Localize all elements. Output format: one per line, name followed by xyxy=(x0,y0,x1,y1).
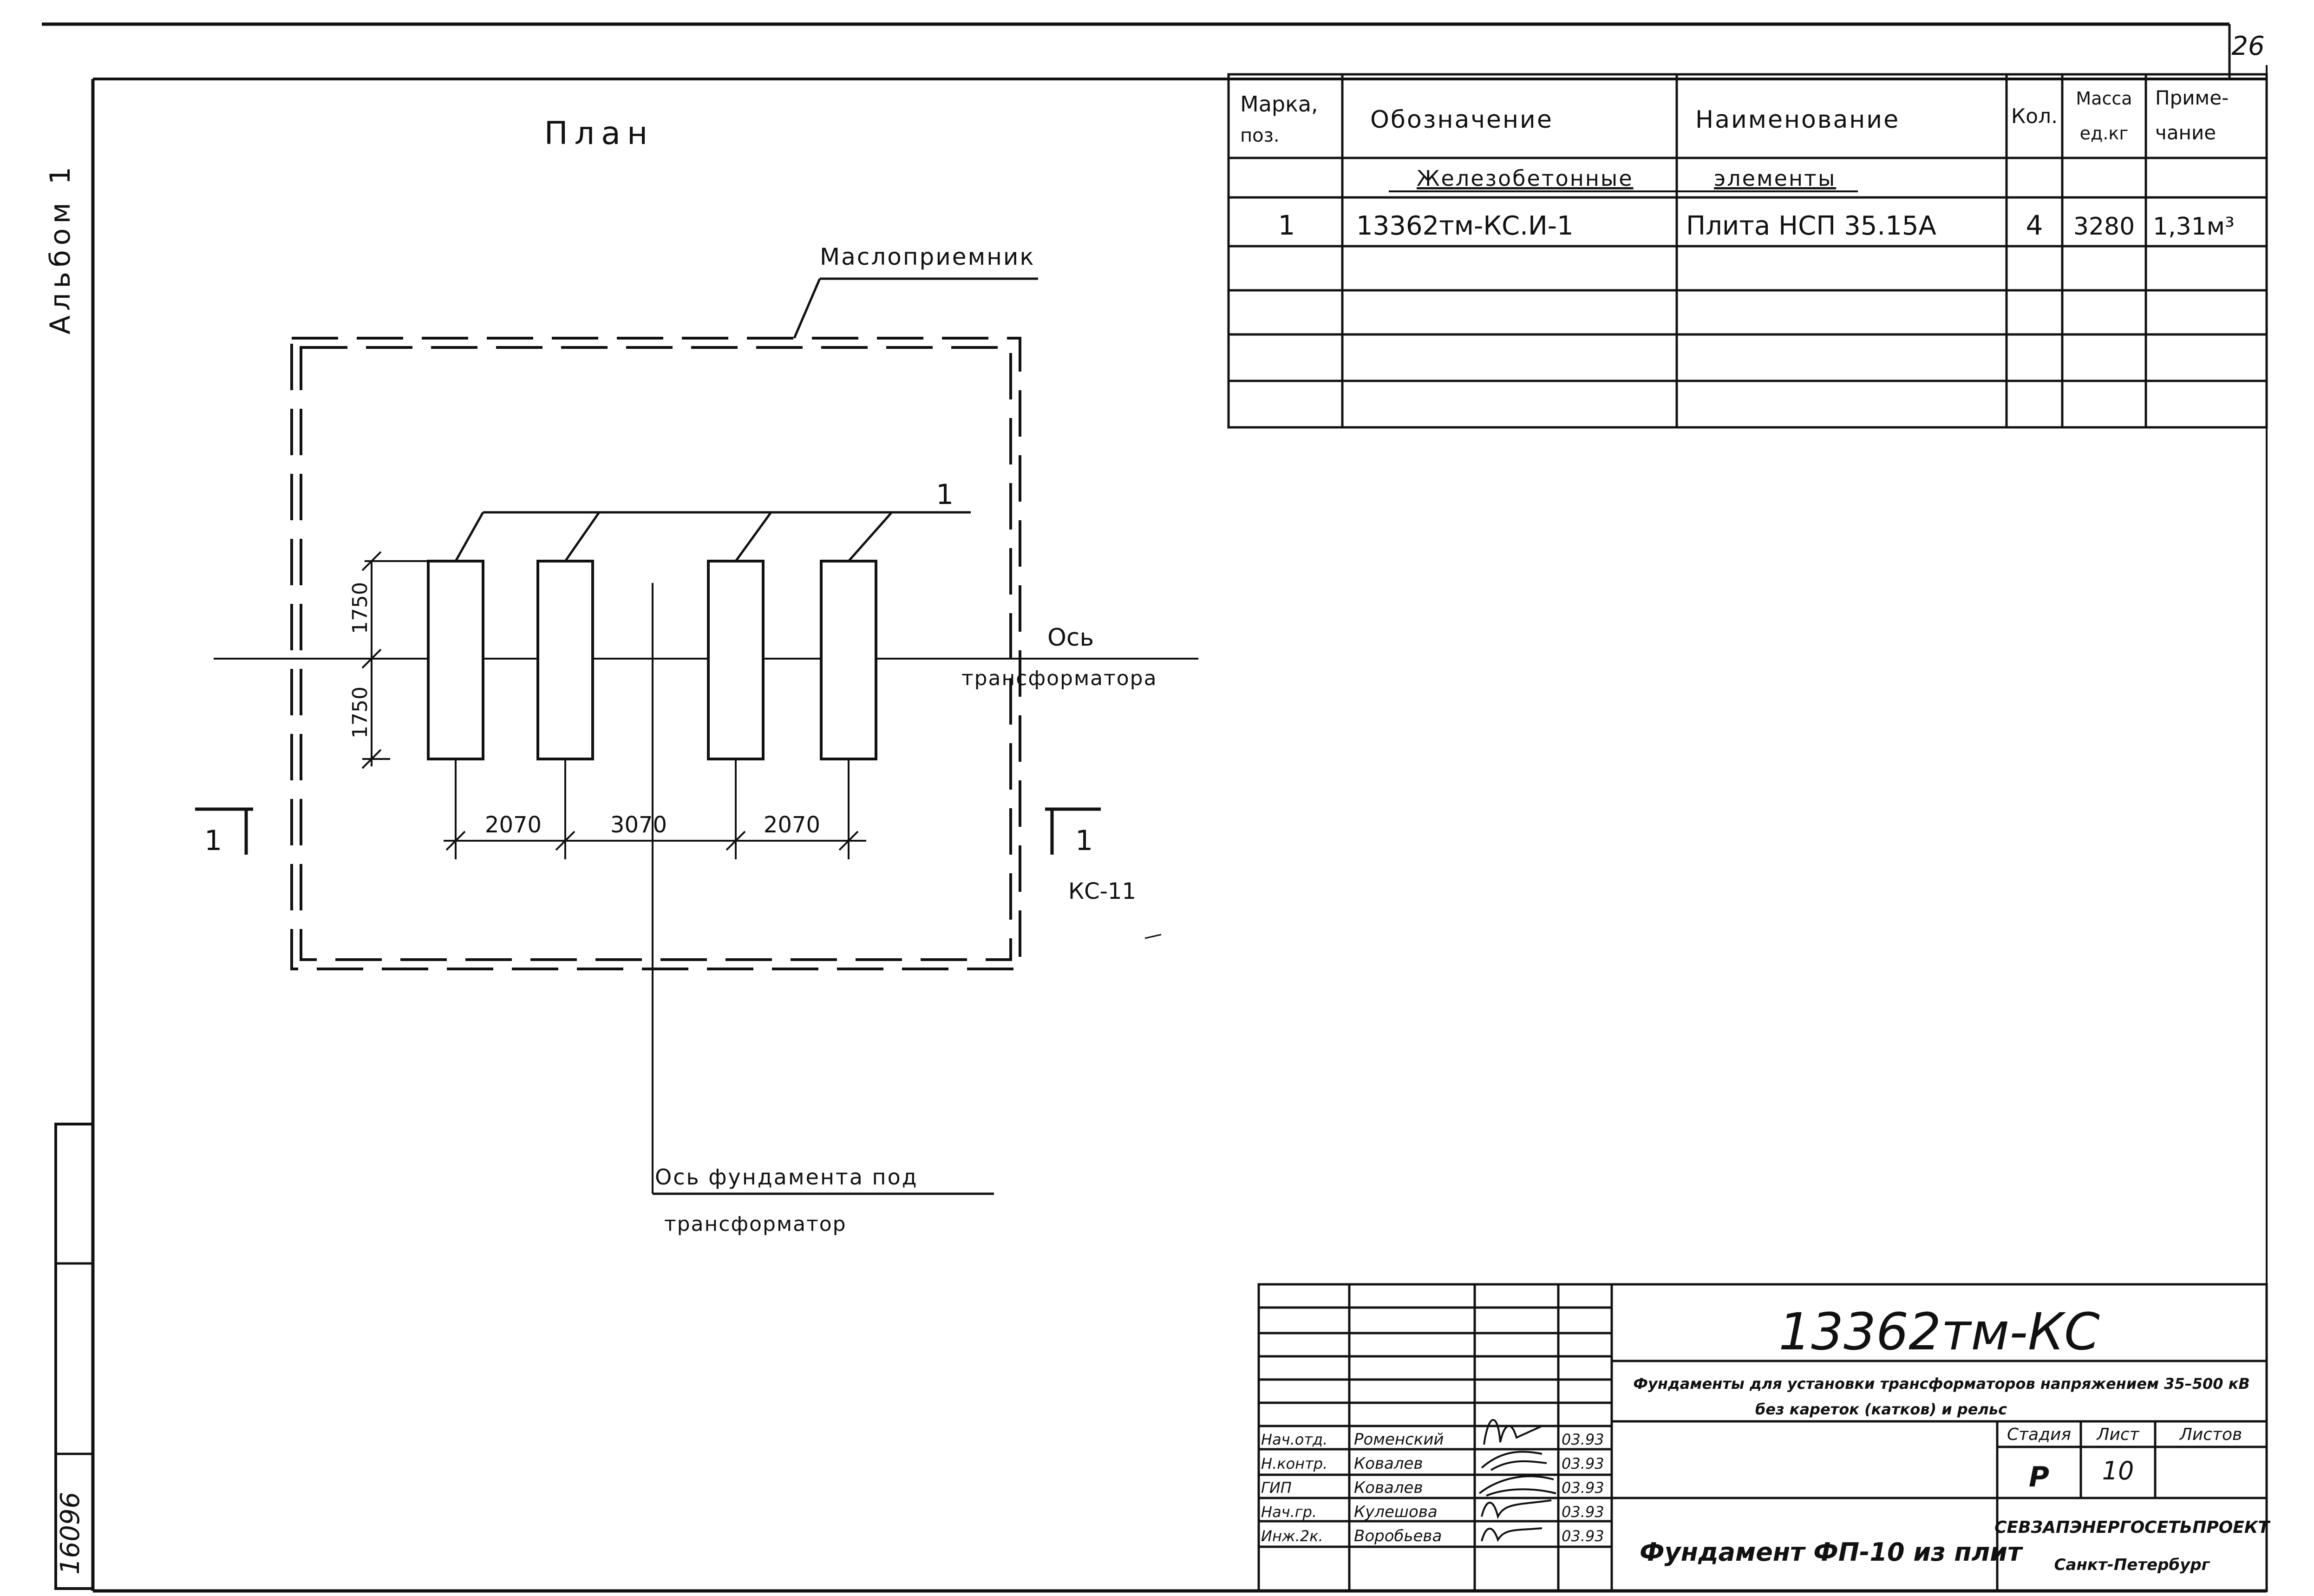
slab-1 xyxy=(427,560,484,760)
staff-date: 03.93 xyxy=(1562,1503,1604,1521)
slabs xyxy=(427,560,877,760)
foundation-axis-label-2: трансформатор xyxy=(664,1212,847,1236)
project-title-line2: без кареток (катков) и рельс xyxy=(1755,1400,2007,1418)
staff-date: 03.93 xyxy=(1562,1479,1604,1497)
header-designation: Обозначение xyxy=(1370,106,1553,134)
stage-header: Стадия xyxy=(2007,1425,2071,1444)
staff-role: Н.контр. xyxy=(1261,1455,1327,1472)
transformer-axis-label-2: трансформатора xyxy=(961,667,1157,690)
slab-4 xyxy=(820,560,877,760)
sheet-header: Лист xyxy=(2096,1425,2139,1444)
dim-h1: 2070 xyxy=(485,812,542,838)
staff-role: Нач.отд. xyxy=(1261,1431,1327,1448)
position-leaders xyxy=(454,511,971,562)
dim-vertical-top: 1750 xyxy=(348,582,372,634)
table-row: 1 13362тм-КС.И-1 Плита НСП 35.15А 4 3280… xyxy=(1278,209,2235,241)
stage-value: Р xyxy=(2029,1461,2049,1493)
row-name: Плита НСП 35.15А xyxy=(1686,211,1936,241)
signature-3 xyxy=(1478,1475,1556,1497)
signature-4 xyxy=(1481,1499,1552,1519)
section-marks xyxy=(195,807,1101,855)
staff-date: 03.93 xyxy=(1562,1455,1604,1472)
staff-row: ГИП Ковалев 03.93 xyxy=(1261,1478,1604,1497)
header-mass-2: ед.кг xyxy=(2080,123,2129,144)
header-mass: Масса xyxy=(2076,88,2132,109)
section-right-number: 1 xyxy=(1075,824,1093,857)
plan-title: План xyxy=(544,115,654,152)
signature-1 xyxy=(1483,1419,1543,1445)
signature-5 xyxy=(1481,1527,1543,1542)
staff-date: 03.93 xyxy=(1562,1527,1604,1545)
group-title-b: элементы xyxy=(1714,166,1836,191)
vertical-dimensions xyxy=(361,551,428,769)
specification-table: Марка, поз. Обозначение Наименование Кол… xyxy=(1227,73,2268,429)
staff-row: Инж.2к. Воробьева 03.93 xyxy=(1261,1527,1604,1545)
organization-name: СЕВЗАПЭНЕРГОСЕТЬПРОЕКТ xyxy=(1994,1518,2270,1537)
organization-city: Санкт-Петербург xyxy=(2054,1556,2210,1574)
drawing-title: Фундамент ФП-10 из плит xyxy=(1640,1537,2023,1567)
staff-list: Нач.отд. Роменский 03.93 Н.контр. Ковале… xyxy=(1261,1430,1604,1545)
staff-name: Ковалев xyxy=(1354,1454,1423,1473)
sheets-header: Листов xyxy=(2179,1425,2242,1444)
header-note-2: чание xyxy=(2155,121,2216,144)
staff-name: Воробьева xyxy=(1354,1527,1442,1545)
staff-role: Инж.2к. xyxy=(1261,1527,1323,1545)
row-designation: 13362тм-КС.И-1 xyxy=(1356,211,1574,241)
staff-role: ГИП xyxy=(1261,1479,1292,1497)
oil-receiver-label: Маслоприемник xyxy=(820,243,1035,270)
dim-h2: 3070 xyxy=(610,812,667,838)
dim-h3: 2070 xyxy=(764,812,820,838)
horizontal-dimensions xyxy=(444,759,866,859)
oil-receiver-outline xyxy=(290,337,1021,970)
section-reference: КС-11 xyxy=(1068,878,1136,904)
sheet-value: 10 xyxy=(2102,1456,2134,1485)
inventory-number: 16096 xyxy=(55,1492,85,1575)
foundation-axis-label: Ось фундамента под xyxy=(655,1164,918,1190)
row-note: 1,31м³ xyxy=(2153,213,2235,241)
slab-3 xyxy=(707,560,765,760)
staff-role: Нач.гр. xyxy=(1261,1503,1317,1521)
section-left-number: 1 xyxy=(204,824,222,857)
title-block: 13362тм-КС Фундаменты для установки тран… xyxy=(1257,1283,2270,1592)
header-note: Приме- xyxy=(2155,86,2229,109)
staff-name: Ковалев xyxy=(1354,1478,1423,1497)
project-title-line1: Фундаменты для установки трансформаторов… xyxy=(1633,1375,2250,1393)
staff-name: Кулешова xyxy=(1354,1503,1438,1521)
plan-view: План Маслоприемник Ось трансформатора Ос… xyxy=(195,115,1198,1236)
row-mass: 3280 xyxy=(2073,213,2135,241)
signatures xyxy=(1478,1419,1556,1542)
staff-row: Нач.отд. Роменский 03.93 xyxy=(1261,1430,1604,1449)
album-label: Альбом 1 xyxy=(44,162,77,334)
header-name: Наименование xyxy=(1695,106,1900,134)
signature-2 xyxy=(1481,1451,1547,1471)
header-mark: Марка, xyxy=(1240,92,1318,117)
staff-row: Н.контр. Ковалев 03.93 xyxy=(1261,1454,1604,1473)
transformer-axis-label: Ось xyxy=(1047,624,1094,652)
position-callout: 1 xyxy=(936,478,954,511)
staff-name: Роменский xyxy=(1354,1430,1444,1449)
staff-row: Нач.гр. Кулешова 03.93 xyxy=(1261,1503,1604,1521)
slab-2 xyxy=(536,560,594,760)
page-number: 26 xyxy=(2231,31,2264,61)
staff-date: 03.93 xyxy=(1562,1431,1604,1448)
header-qty: Кол. xyxy=(2011,105,2058,128)
drawing-code: 13362тм-КС xyxy=(1778,1302,2100,1361)
header-mark-2: поз. xyxy=(1240,125,1280,146)
dim-vertical-bottom: 1750 xyxy=(348,687,372,739)
row-mark: 1 xyxy=(1278,209,1295,241)
group-title-a: Железобетонные xyxy=(1417,166,1634,191)
row-qty: 4 xyxy=(2026,209,2043,241)
